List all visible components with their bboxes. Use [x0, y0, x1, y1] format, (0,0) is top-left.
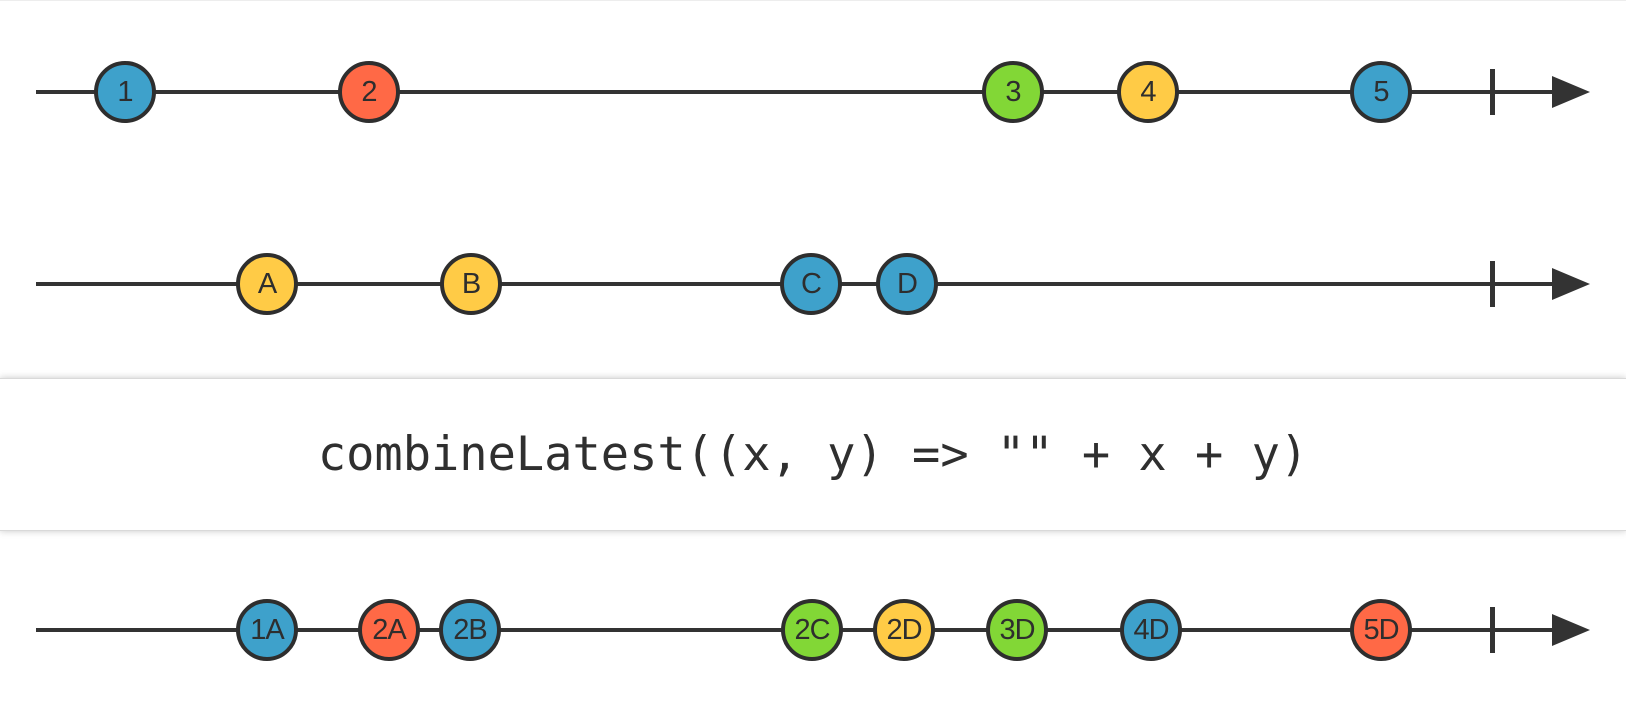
arrowhead-icon: [1552, 76, 1590, 108]
operator-box: combineLatest((x, y) => "" + x + y): [0, 378, 1626, 531]
completion-tick: [1490, 607, 1495, 653]
marble-2D: 2D: [873, 599, 935, 661]
marble-A[interactable]: A: [236, 253, 298, 315]
marble-1[interactable]: 1: [94, 61, 156, 123]
marble-2A: 2A: [358, 599, 420, 661]
marble-2[interactable]: 2: [338, 61, 400, 123]
arrowhead-icon: [1552, 268, 1590, 300]
completion-tick[interactable]: [1490, 69, 1495, 115]
marble-2C: 2C: [781, 599, 843, 661]
timeline-line: [36, 90, 1562, 94]
operator-label: combineLatest((x, y) => "" + x + y): [317, 427, 1309, 482]
marble-5D: 5D: [1350, 599, 1412, 661]
marble-D[interactable]: D: [876, 253, 938, 315]
marble-3[interactable]: 3: [982, 61, 1044, 123]
marble-B[interactable]: B: [440, 253, 502, 315]
marble-2B: 2B: [439, 599, 501, 661]
marble-3D: 3D: [986, 599, 1048, 661]
completion-tick[interactable]: [1490, 261, 1495, 307]
marble-4D: 4D: [1120, 599, 1182, 661]
marble-C[interactable]: C: [780, 253, 842, 315]
marble-5[interactable]: 5: [1350, 61, 1412, 123]
marble-4[interactable]: 4: [1117, 61, 1179, 123]
marble-1A: 1A: [236, 599, 298, 661]
arrowhead-icon: [1552, 614, 1590, 646]
